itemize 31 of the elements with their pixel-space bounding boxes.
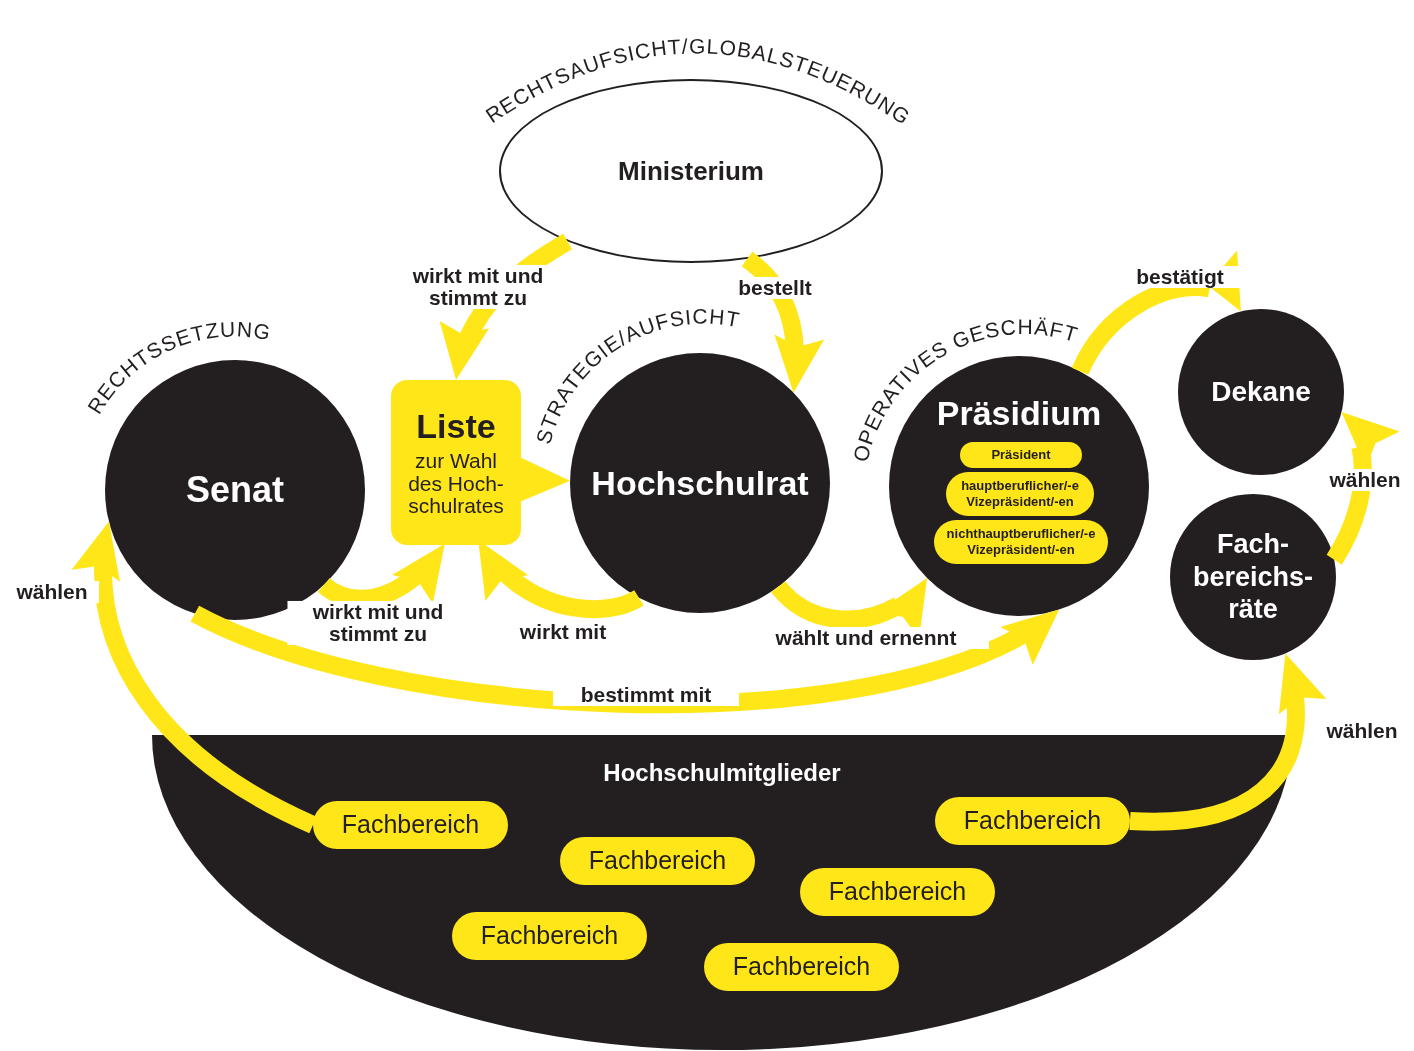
pill-label xyxy=(800,868,995,916)
node-label: Fach- bereichs- räte xyxy=(1191,528,1315,626)
node-label: Fachbereich xyxy=(588,845,727,877)
pill-label xyxy=(704,943,899,991)
box-title: Liste xyxy=(416,407,496,446)
node-title: Hochschulmitglieder xyxy=(603,759,841,787)
pill-label xyxy=(960,442,1082,468)
node-label: Fachbereich xyxy=(341,809,480,841)
node-label: Ministerium xyxy=(618,155,764,187)
pill-label xyxy=(452,912,647,960)
pill-label xyxy=(934,520,1108,564)
node-label: Hochschulrat xyxy=(591,463,809,503)
node-label: Dekane xyxy=(1211,376,1311,408)
node-label: Fachbereich xyxy=(963,805,1102,837)
node-label: hauptberuflicher/-e Vizepräsident/-en xyxy=(960,477,1080,511)
node-label: Fachbereich xyxy=(480,920,619,952)
pill-label xyxy=(946,472,1094,516)
pill-label xyxy=(935,797,1130,845)
pill-label xyxy=(313,801,508,849)
node-label: Fachbereich xyxy=(828,876,967,908)
pill-label xyxy=(560,837,755,885)
arrow xyxy=(1129,651,1324,831)
node-label: nichthauptberuflicher/-e Vizepräsident/-en xyxy=(945,525,1097,559)
node-label: Präsident xyxy=(991,446,1051,464)
rounded-box xyxy=(391,380,521,545)
arrow xyxy=(442,233,573,382)
arrow xyxy=(74,519,317,834)
edge-label: bestimmt mit xyxy=(553,684,739,706)
box-subtitle: zur Wahl des Hoch- schulrates xyxy=(407,450,505,518)
node-label: Fachbereich xyxy=(732,951,871,983)
node-label: Senat xyxy=(185,469,284,511)
